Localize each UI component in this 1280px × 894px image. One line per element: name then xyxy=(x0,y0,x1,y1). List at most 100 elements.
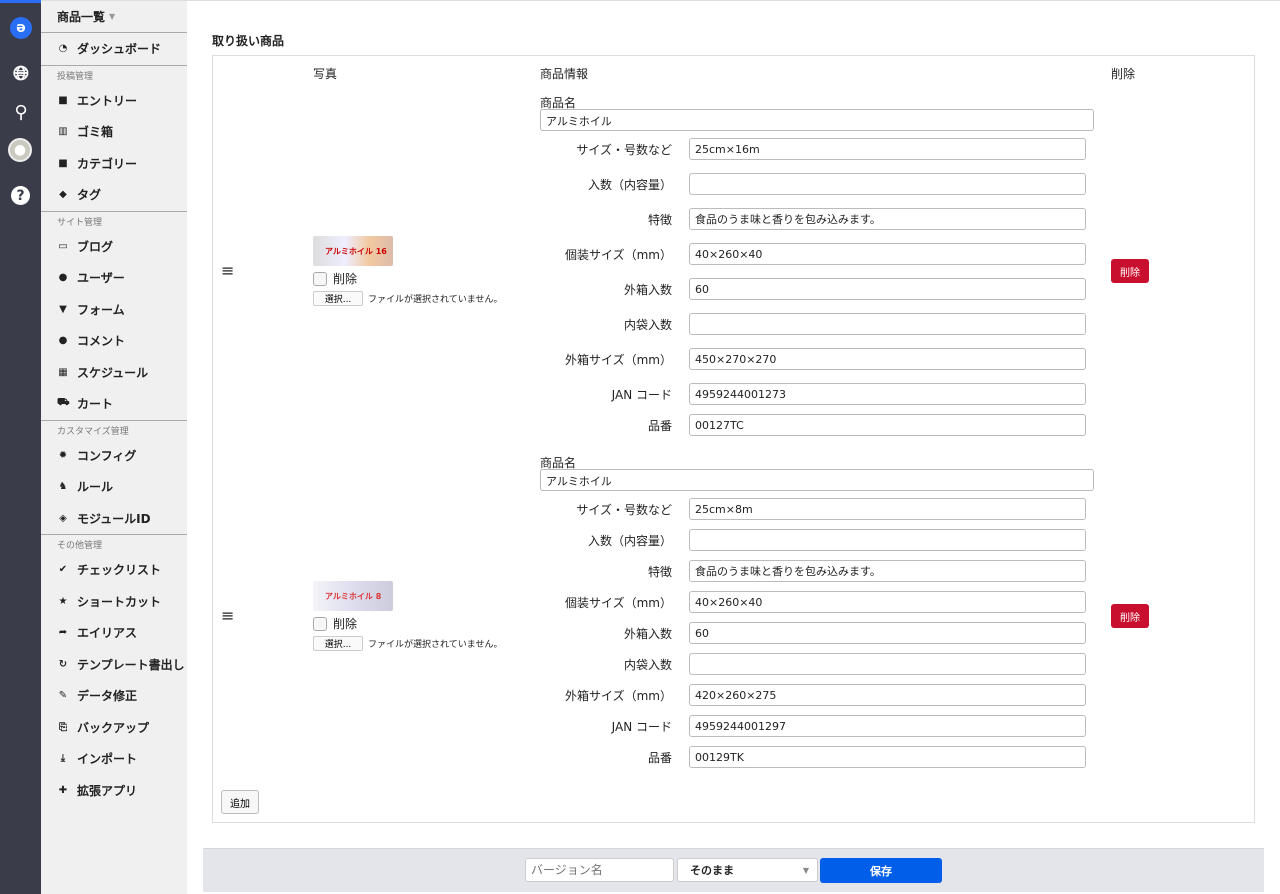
sidebar-item[interactable]: ✚拡張アプリ xyxy=(41,775,187,807)
save-button[interactable]: 保存 xyxy=(820,858,942,883)
sidebar-item-label: バックアップ xyxy=(77,720,150,735)
field-label: 外箱入数 xyxy=(623,282,672,297)
field-row: 内袋入数 xyxy=(540,313,1100,335)
sidebar-item[interactable]: ↻テンプレート書出し xyxy=(41,649,187,681)
field-input[interactable]: 25cm×8m xyxy=(689,498,1086,520)
sidebar-item[interactable]: ■カテゴリー xyxy=(41,148,187,180)
sidebar-item[interactable]: ✎ データ修正 xyxy=(41,680,187,712)
delete-photo-checkbox[interactable]: 削除 xyxy=(313,615,502,632)
field-input[interactable] xyxy=(689,313,1086,335)
globe-icon[interactable]: 🌐︎ xyxy=(13,61,29,85)
field-input[interactable]: 420×260×275 xyxy=(689,684,1086,706)
file-select-button[interactable]: 選択... xyxy=(313,636,363,651)
file-select-button[interactable]: 選択... xyxy=(313,291,363,306)
field-input[interactable]: 40×260×40 xyxy=(689,591,1086,613)
sidebar-item-label: カート xyxy=(77,397,114,412)
sidebar-item[interactable]: ⎘バックアップ xyxy=(41,712,187,744)
sidebar-item[interactable]: ➦ エイリアス xyxy=(41,617,187,649)
sidebar-item[interactable]: ♞ルール xyxy=(41,471,187,503)
field-input[interactable]: 4959244001297 xyxy=(689,715,1086,737)
add-product-button[interactable]: 追加 xyxy=(221,790,259,814)
sidebar-section-title: サイト管理 xyxy=(41,210,187,231)
search-icon[interactable]: ⚲ xyxy=(14,101,28,123)
form-icon: ▼ xyxy=(59,303,67,315)
delete-product-button[interactable]: 削除 xyxy=(1111,259,1149,283)
field-input[interactable]: 4959244001273 xyxy=(689,383,1086,405)
alias-icon: ➦ xyxy=(58,627,68,639)
sidebar-item[interactable]: ✔チェックリスト xyxy=(41,554,187,586)
field-input[interactable]: 60 xyxy=(689,622,1086,644)
sidebar-item[interactable]: ◔ダッシュボード xyxy=(41,33,187,65)
checkbox[interactable] xyxy=(313,271,327,286)
field-input[interactable]: 450×270×270 xyxy=(689,348,1086,370)
field-input[interactable]: 食品のうま味と香りを包み込みます。 xyxy=(689,208,1086,230)
delete-photo-checkbox[interactable]: 削除 xyxy=(313,270,502,287)
sidebar-item[interactable]: ★ ショートカット xyxy=(41,586,187,618)
field-input[interactable]: 40×260×40 xyxy=(689,243,1086,265)
field-label: 個装サイズ（mm） xyxy=(564,595,672,610)
product-name-label: 商品名 xyxy=(540,456,577,470)
avatar[interactable]: ● xyxy=(8,138,32,162)
product-thumbnail: アルミホイル 16 xyxy=(313,236,393,266)
field-input[interactable] xyxy=(689,653,1086,675)
field-input[interactable]: 食品のうま味と香りを包み込みます。 xyxy=(689,560,1086,582)
sidebar-item[interactable]: ▦スケジュール xyxy=(41,357,187,389)
field-label: 品番 xyxy=(647,750,672,765)
sidebar-item[interactable]: ⤓インポート xyxy=(41,743,187,775)
section-title: 取り扱い商品 xyxy=(212,34,285,48)
dashboard-icon: ◔ xyxy=(58,43,68,55)
sidebar-item-label: コメント xyxy=(77,334,126,349)
sidebar-item[interactable]: ✹コンフィグ xyxy=(41,440,187,472)
product-name-input[interactable]: アルミホイル xyxy=(540,469,1094,491)
column-header-info: 商品情報 xyxy=(540,67,589,81)
sidebar-item[interactable]: ▼フォーム xyxy=(41,294,187,326)
wrench-icon: ✎ xyxy=(58,690,68,702)
field-label: 入数（内容量） xyxy=(587,177,672,192)
sidebar-item[interactable]: ▥ゴミ箱 xyxy=(41,116,187,148)
product-name-label: 商品名 xyxy=(540,96,577,110)
version-name-input[interactable] xyxy=(525,858,674,882)
sidebar-item[interactable]: ●コメント xyxy=(41,325,187,357)
sidebar-item[interactable]: ◈モジュールID xyxy=(41,503,187,535)
sidebar-section-title: 投稿管理 xyxy=(41,64,187,85)
drag-handle-icon[interactable]: ≡ xyxy=(221,606,235,625)
field-input[interactable] xyxy=(689,173,1086,195)
field-input[interactable]: 00127TC xyxy=(689,414,1086,436)
help-icon[interactable]: ? xyxy=(11,186,30,205)
app-logo-icon[interactable]: ə xyxy=(10,17,32,39)
sidebar-item[interactable]: ●ユーザー xyxy=(41,262,187,294)
drag-handle-icon[interactable]: ≡ xyxy=(221,261,235,280)
sidebar-section-title: カスタマイズ管理 xyxy=(41,419,187,440)
field-input[interactable]: 25cm×16m xyxy=(689,138,1086,160)
checkbox[interactable] xyxy=(313,616,327,631)
sidebar-item-label: ショートカット xyxy=(77,594,162,609)
field-input[interactable]: 00129TK xyxy=(689,746,1086,768)
checkbox-label: 削除 xyxy=(333,272,358,286)
sidebar-item[interactable]: ⛟カート xyxy=(41,388,187,420)
star-icon: ★ xyxy=(58,595,68,607)
sidebar-header[interactable]: 商品一覧▼ xyxy=(41,1,187,33)
file-status: ファイルが選択されていません。 xyxy=(368,295,503,305)
sidebar-item-label: エイリアス xyxy=(77,626,138,641)
product-name-input[interactable]: アルミホイル xyxy=(540,109,1094,131)
field-label: JAN コード xyxy=(611,387,672,402)
delete-product-button[interactable]: 削除 xyxy=(1111,604,1149,628)
sidebar-item[interactable]: ▭ブログ xyxy=(41,231,187,263)
field-row: 個装サイズ（mm） 40×260×40 xyxy=(540,591,1100,613)
sidebar-item[interactable]: ◆タグ xyxy=(41,179,187,211)
chevron-down-icon: ▼ xyxy=(802,865,809,875)
sidebar-item-label: タグ xyxy=(77,188,102,203)
field-row: 外箱サイズ（mm）420×260×275 xyxy=(540,684,1100,706)
file-status: ファイルが選択されていません。 xyxy=(368,640,503,650)
field-input[interactable] xyxy=(689,529,1086,551)
status-select[interactable]: そのまま▼ xyxy=(677,858,818,882)
field-row: 特徴食品のうま味と香りを包み込みます。 xyxy=(540,208,1100,230)
sidebar-item-label: データ修正 xyxy=(77,689,138,704)
field-input[interactable]: 60 xyxy=(689,278,1086,300)
sidebar: 商品一覧▼ ◔ダッシュボード投稿管理■エントリー▥ゴミ箱■カテゴリー◆タグサイト… xyxy=(41,0,187,894)
sidebar-item[interactable]: ■エントリー xyxy=(41,85,187,117)
sidebar-item-label: スケジュール xyxy=(77,365,149,380)
